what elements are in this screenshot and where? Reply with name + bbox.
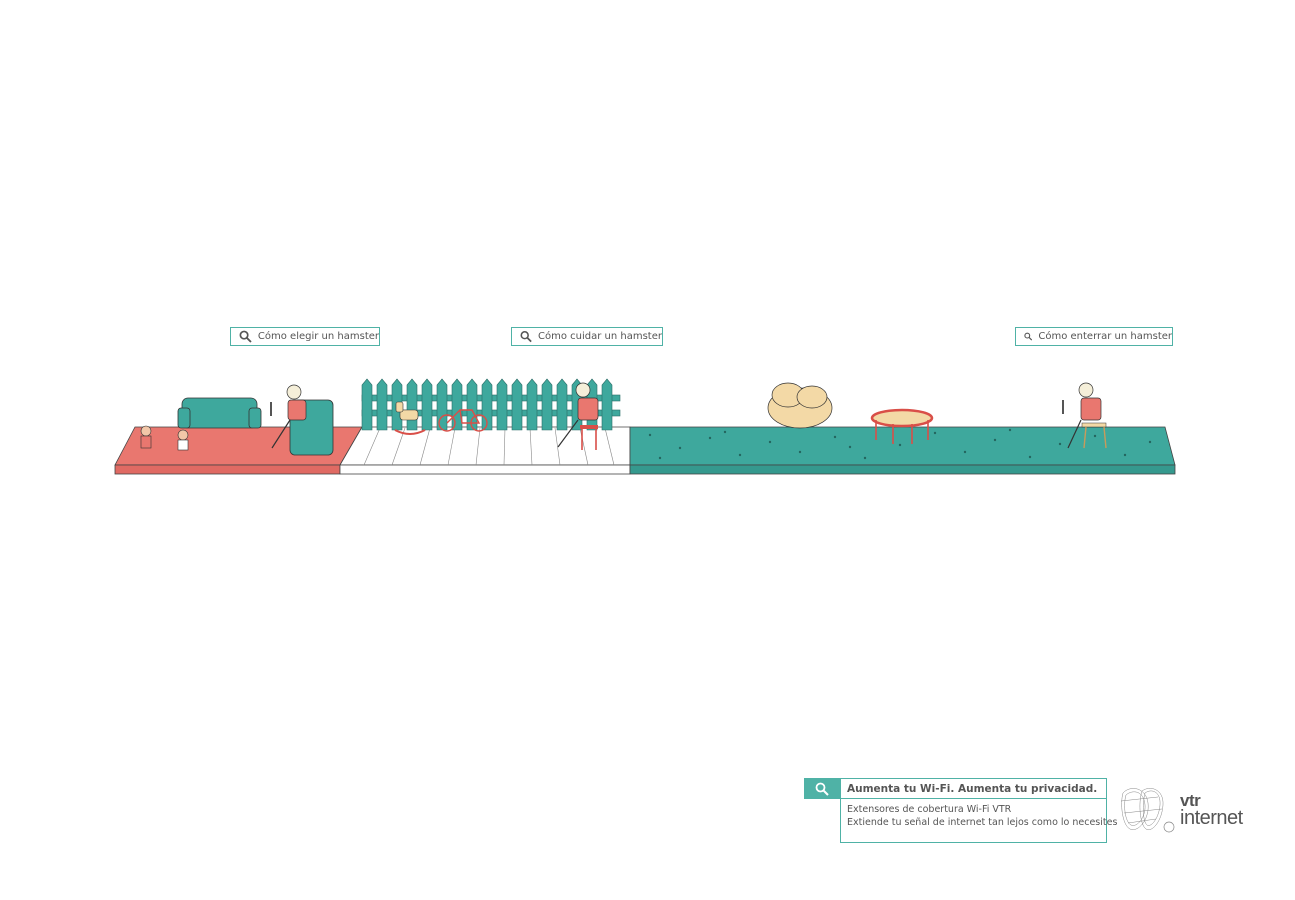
logo-word-vtr: vtr [1180, 791, 1201, 810]
ground-strip [114, 426, 1176, 475]
ad-line-1: Extensores de cobertura Wi-Fi VTR [847, 804, 1012, 815]
ad-search-button[interactable] [804, 778, 840, 799]
vtr-internet-logo: vtr internet [1118, 783, 1258, 838]
indoor-floor-edge [114, 464, 341, 475]
children-playing [140, 425, 189, 451]
person-with-laptop-2 [557, 382, 599, 450]
ad-description: Extensores de cobertura Wi-Fi VTR Extien… [840, 799, 1118, 843]
wooden-deck-edge [339, 464, 631, 475]
trampoline [870, 408, 934, 444]
search-bar-care[interactable]: Cómo cuidar un hamster [511, 327, 663, 346]
person-with-laptop-1 [270, 384, 307, 449]
ad-line-2: Extiende tu señal de internet tan lejos … [847, 817, 1118, 828]
ad-headline[interactable]: Aumenta tu Wi-Fi. Aumenta tu privacidad. [840, 778, 1107, 799]
vtr-mark-icon [1120, 788, 1175, 833]
search-icon [239, 330, 252, 343]
ad-search-result[interactable]: Aumenta tu Wi-Fi. Aumenta tu privacidad.… [804, 778, 1118, 843]
grass-lawn [629, 426, 1176, 466]
person-with-laptop-3 [1062, 382, 1107, 449]
search-bar-choose[interactable]: Cómo elegir un hamster [230, 327, 380, 346]
sofa [177, 397, 262, 429]
picket-fence [361, 378, 621, 431]
search-query: Cómo cuidar un hamster [538, 331, 662, 342]
grass-lawn-edge [629, 464, 1176, 475]
rocking-horse [394, 401, 426, 435]
search-query: Cómo enterrar un hamster [1038, 331, 1172, 342]
bicycle [438, 409, 488, 432]
search-icon [520, 331, 532, 343]
logo-word-internet: internet [1180, 807, 1243, 829]
search-icon [1024, 332, 1033, 341]
ad-headline-bar: Aumenta tu Wi-Fi. Aumenta tu privacidad. [804, 778, 1107, 799]
search-query: Cómo elegir un hamster [257, 331, 379, 342]
search-icon [815, 782, 829, 796]
bush [767, 382, 833, 429]
search-bar-bury[interactable]: Cómo enterrar un hamster [1015, 327, 1173, 346]
